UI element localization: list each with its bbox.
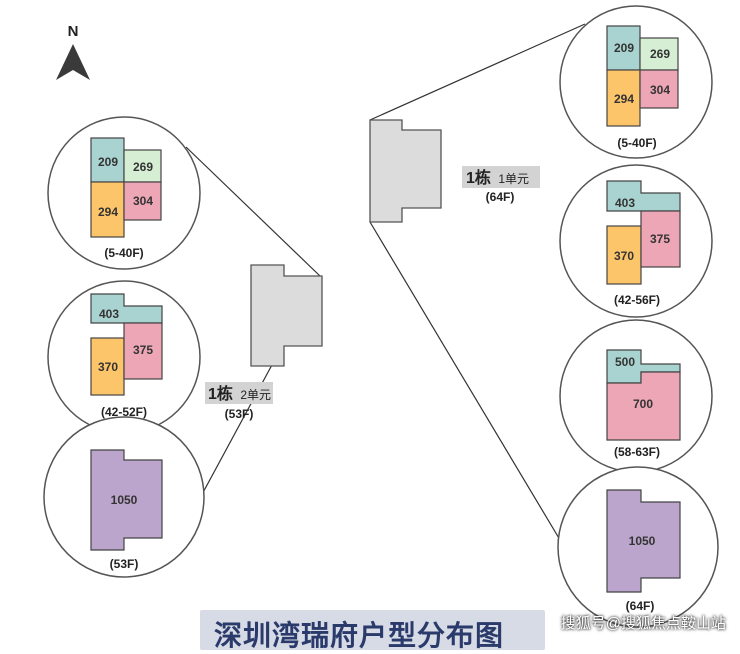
unit-294-label: 294: [614, 92, 634, 106]
watermark: 搜狐号@搜狐焦点鞍山站: [560, 615, 726, 632]
building-unit2-floors: (53F): [225, 407, 254, 421]
floor-plan-diagram: N 1栋 2单元 (53F) 1栋 1单元 (64F): [43, 5, 719, 628]
unit-294: [606, 69, 641, 127]
building-unit2[interactable]: 1栋 2单元 (53F): [205, 264, 323, 421]
diagram-title: 深圳湾瑞府户型分布图: [214, 620, 505, 651]
right-circle-42-56f[interactable]: 403 370 375 (42-56F): [559, 164, 713, 318]
left-circle-42-52f[interactable]: 403 370 375 (42-52F): [47, 280, 201, 434]
building-unit2-label-bg: [205, 382, 273, 404]
right-circle-64f[interactable]: 1050 (64F): [557, 466, 719, 628]
building-unit1-label-bg: [462, 166, 540, 188]
unit-1050: [90, 449, 163, 551]
right-circle-58-63f[interactable]: 500 700 (58-63F): [559, 319, 713, 473]
circle-floor-range: (5-40F): [104, 246, 143, 260]
unit-370: [606, 225, 642, 285]
building-unit1-name: 1栋: [466, 168, 491, 187]
left-circle-53f[interactable]: 1050 (53F): [43, 416, 205, 578]
unit-370-label: 370: [98, 360, 118, 374]
unit-209-label: 209: [614, 41, 634, 55]
unit-304: [123, 181, 162, 221]
unit-304-label: 304: [133, 194, 153, 208]
connector-lines: [185, 23, 586, 561]
building-unit1-unit: 1单元: [498, 172, 529, 186]
circle-floor-range: (5-40F): [617, 136, 656, 150]
north-arrow-icon: [56, 44, 90, 80]
unit-700-label: 700: [633, 397, 653, 411]
building-unit2-outline: [250, 264, 323, 367]
svg-text:1栋 2单元: 1栋 2单元: [208, 384, 271, 403]
building-unit2-unit: 2单元: [240, 388, 271, 402]
circle-floor-range: (42-56F): [614, 293, 660, 307]
unit-375: [640, 210, 681, 268]
unit-1050-label: 1050: [111, 493, 138, 507]
unit-370: [90, 337, 125, 396]
unit-1050: [606, 489, 681, 593]
unit-269-label: 269: [133, 160, 153, 174]
unit-403-label: 403: [615, 196, 635, 210]
unit-269-label: 269: [650, 47, 670, 61]
compass: N: [56, 23, 90, 80]
unit-209-label: 209: [98, 155, 118, 169]
circle-floor-range: (58-63F): [614, 445, 660, 459]
unit-370-label: 370: [614, 249, 634, 263]
unit-375-label: 375: [133, 343, 153, 357]
unit-294-label: 294: [98, 205, 118, 219]
unit-375: [123, 322, 163, 380]
unit-1050-label: 1050: [629, 534, 656, 548]
building-unit2-name: 1栋: [208, 384, 233, 403]
unit-403-label: 403: [99, 307, 119, 321]
unit-403: [606, 180, 681, 212]
unit-700: [606, 371, 681, 441]
left-circle-5-40f[interactable]: 209 269 294 304 (5-40F): [47, 116, 201, 270]
compass-label: N: [68, 23, 79, 40]
circle-floor-range: (53F): [110, 557, 139, 571]
unit-375-label: 375: [650, 232, 670, 246]
circle-floor-range: (42-52F): [101, 405, 147, 419]
unit-269: [123, 149, 162, 183]
unit-304: [639, 69, 679, 109]
unit-403: [90, 293, 163, 324]
building-unit1-floors: (64F): [486, 190, 515, 204]
right-circle-5-40f[interactable]: 209 269 294 304 (5-40F): [559, 5, 713, 159]
circle-floor-range: (64F): [626, 599, 655, 613]
building-unit1-outline: [369, 119, 442, 223]
svg-text:1栋 1单元: 1栋 1单元: [466, 168, 529, 187]
building-unit1[interactable]: 1栋 1单元 (64F): [369, 119, 540, 223]
unit-304-label: 304: [650, 83, 670, 97]
unit-500-label: 500: [615, 355, 635, 369]
